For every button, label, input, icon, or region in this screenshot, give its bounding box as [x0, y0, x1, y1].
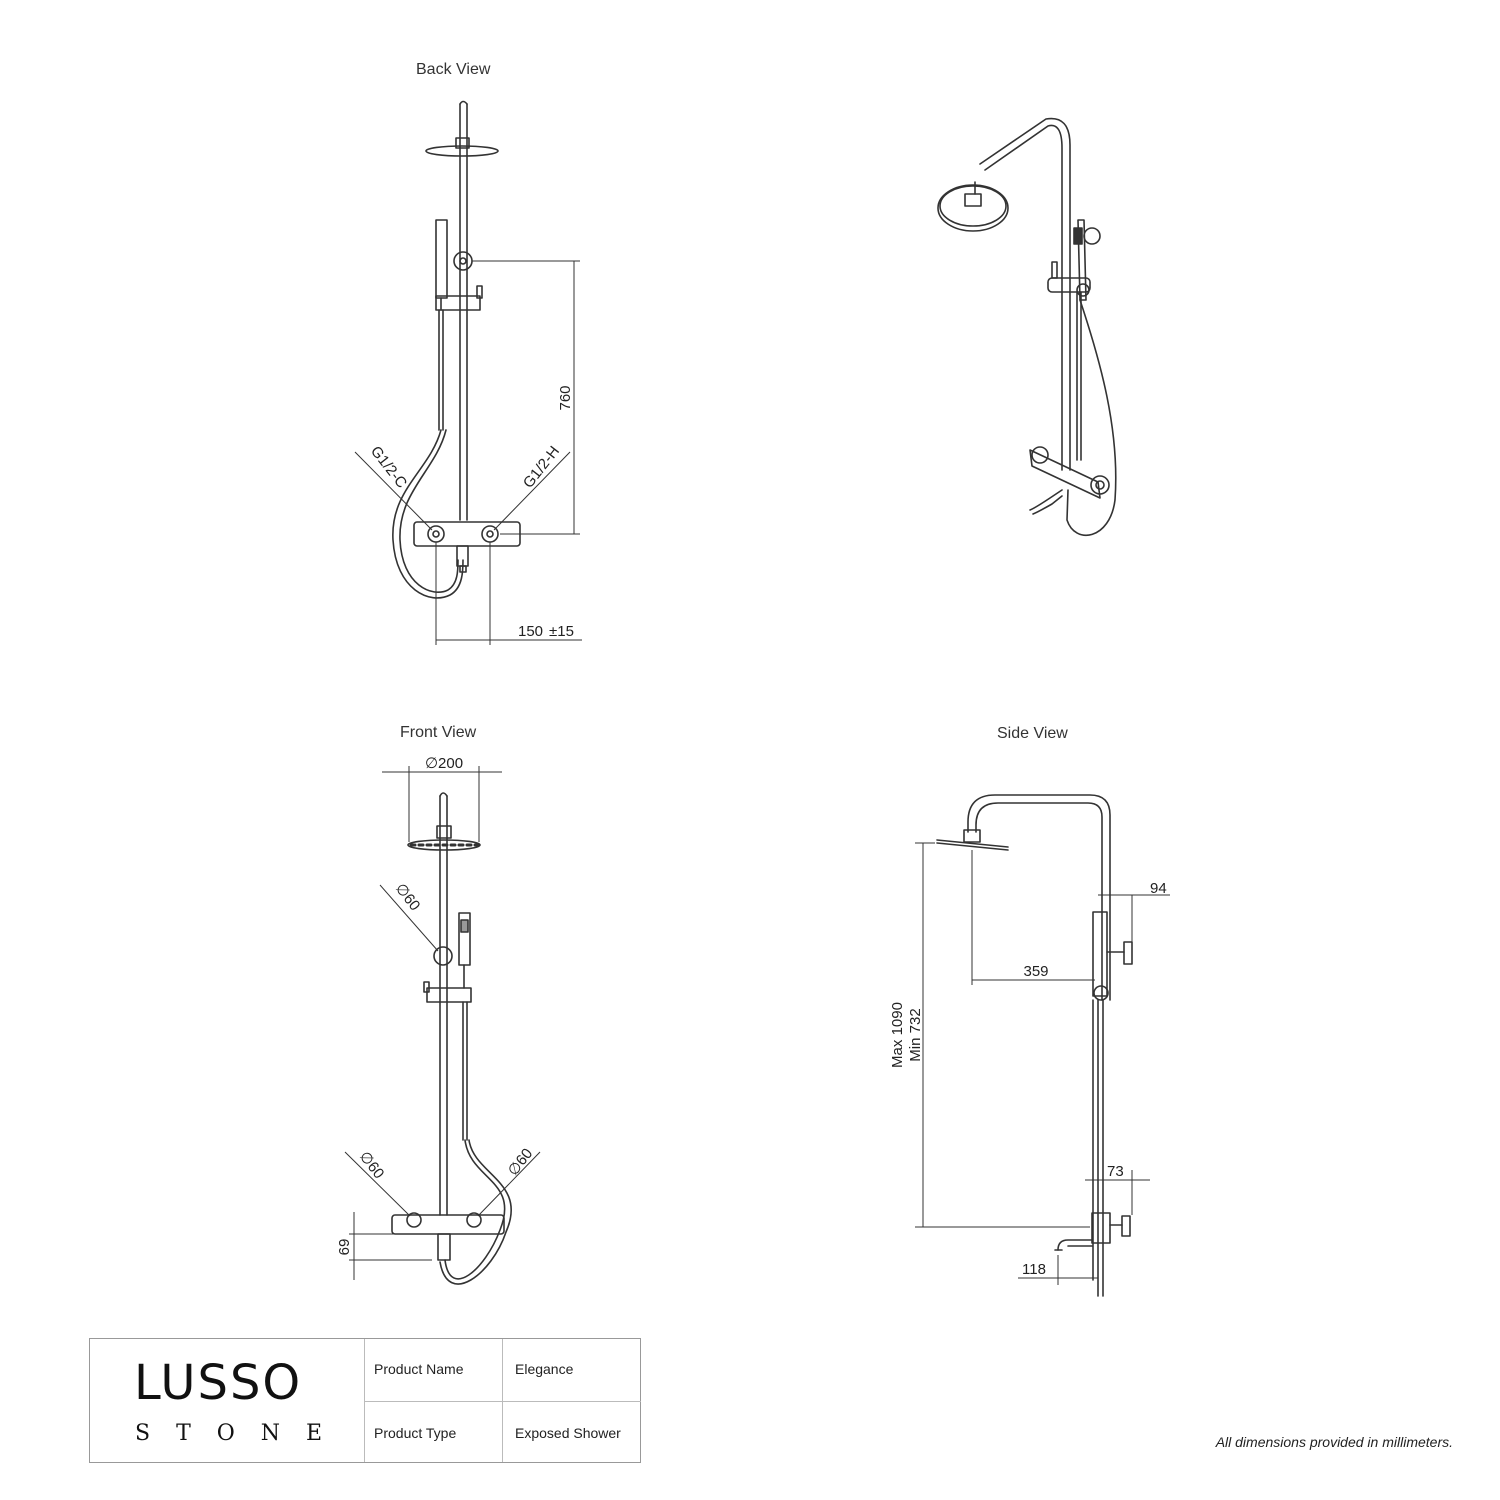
front-mixer-height-dimension: 69	[336, 1239, 353, 1256]
front-head-diameter-dimension: ∅200	[425, 755, 463, 772]
front-left-handle-dimension: ∅60	[356, 1148, 388, 1182]
title-block-row-divider	[364, 1401, 641, 1402]
product-type-label: Product Type	[374, 1425, 457, 1441]
product-name-value: Elegance	[515, 1361, 574, 1377]
brand-wordmark-primary: LUSSO	[134, 1355, 303, 1411]
product-type-value: Exposed Shower	[515, 1425, 621, 1441]
side-max-dimension: Max 1090	[889, 1002, 906, 1068]
side-handle-offset-dimension: 94	[1150, 880, 1167, 897]
back-height-dimension: 760	[557, 385, 574, 410]
front-right-handle-dimension: ∅60	[505, 1145, 537, 1179]
units-note: All dimensions provided in millimeters.	[1215, 1434, 1453, 1450]
product-name-label: Product Name	[374, 1361, 464, 1377]
back-view-title: Back View	[416, 61, 491, 78]
back-hot-inlet-label: G1/2-H	[520, 443, 563, 492]
side-arm-projection-dimension: 359	[1023, 963, 1048, 980]
front-view-title: Front View	[400, 724, 477, 741]
perspective-view-drawing	[937, 117, 1117, 536]
title-block: LUSSO STONE Product Name Elegance Produc…	[89, 1338, 641, 1463]
side-min-dimension: Min 732	[907, 1008, 924, 1061]
side-mixer-offset-dimension: 73	[1107, 1163, 1124, 1180]
side-view-drawing	[936, 794, 1133, 1297]
brand-logo: LUSSO STONE	[90, 1339, 365, 1462]
front-view-drawing	[391, 792, 513, 1285]
title-block-divider	[502, 1339, 503, 1462]
side-spout-projection-dimension: 118	[1022, 1261, 1046, 1278]
front-bracket-diameter-dimension: ∅60	[392, 880, 424, 914]
brand-wordmark-secondary: STONE	[135, 1421, 349, 1446]
back-spacing-dimension: 150	[518, 623, 543, 640]
back-cold-inlet-label: G1/2-C	[367, 443, 410, 492]
side-view-title: Side View	[997, 725, 1068, 742]
back-tolerance-dimension: ±15	[549, 623, 574, 640]
